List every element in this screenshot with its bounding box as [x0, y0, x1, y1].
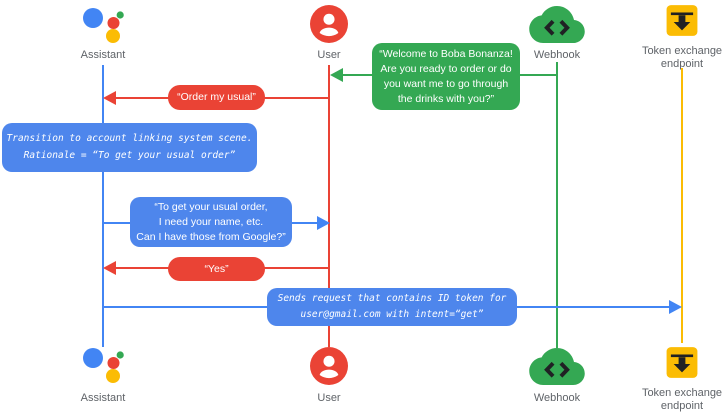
- token-endpoint-label-bottom: Token exchange endpoint: [641, 387, 723, 412]
- assistant-label-bottom: Assistant: [80, 392, 126, 404]
- assistant-lifeline: [102, 65, 104, 347]
- assistant-icon: [83, 348, 124, 383]
- assistant-icon: [83, 8, 124, 43]
- webhook-icon: [529, 348, 585, 385]
- user-label-bottom: User: [317, 392, 341, 404]
- webhook-lifeline: [556, 62, 558, 348]
- yes-arrowhead-icon: [103, 261, 116, 275]
- token-request-arrowhead-icon: [669, 300, 682, 314]
- webhook-label-bottom: Webhook: [533, 392, 581, 404]
- need-info-arrowhead-icon: [317, 216, 330, 230]
- order-usual-arrowhead-icon: [103, 91, 116, 105]
- order-usual-message-bubble: “Order my usual”: [168, 85, 265, 110]
- webhook-icon: [529, 6, 585, 43]
- user-icon: [310, 347, 348, 385]
- user-label-top: User: [317, 49, 341, 61]
- user-icon: [310, 5, 348, 43]
- webhook-label-top: Webhook: [533, 49, 581, 61]
- need-info-message-bubble: “To get your usual order, I need your na…: [130, 197, 292, 247]
- token-request-note: Sends request that contains ID token for…: [267, 288, 517, 326]
- token-endpoint-icon: [666, 347, 698, 378]
- token-endpoint-lifeline: [681, 68, 683, 343]
- transition-note: Transition to account linking system sce…: [2, 123, 257, 172]
- yes-message-bubble: “Yes”: [168, 257, 265, 281]
- welcome-message-bubble: “Welcome to Boba Bonanza! Are you ready …: [372, 43, 520, 110]
- user-lifeline: [328, 65, 330, 347]
- welcome-arrowhead-icon: [330, 68, 343, 82]
- token-endpoint-icon: [666, 5, 698, 36]
- assistant-label-top: Assistant: [80, 49, 126, 61]
- token-endpoint-label-top: Token exchange endpoint: [641, 45, 723, 70]
